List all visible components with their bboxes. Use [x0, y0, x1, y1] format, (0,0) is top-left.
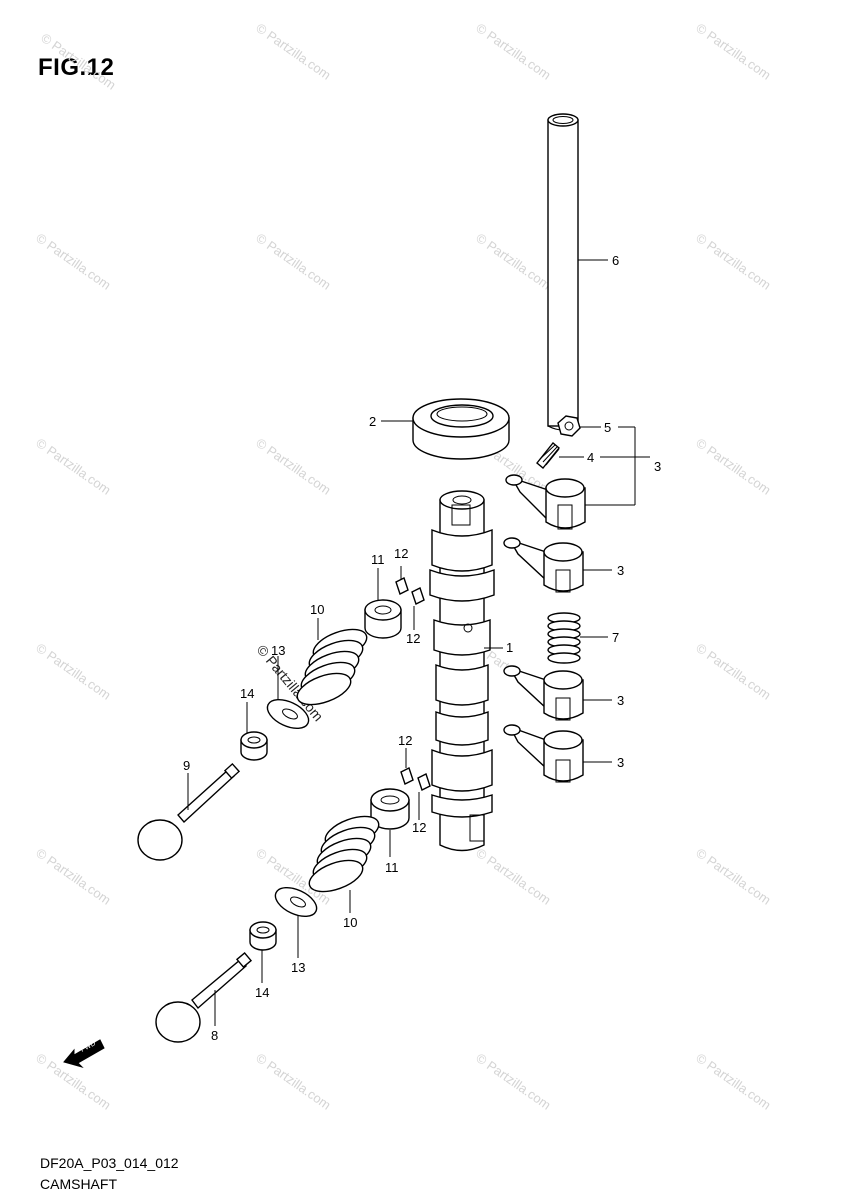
callout-5: 5 — [604, 420, 611, 435]
watermark: © Partzilla.com — [693, 435, 773, 498]
part-11-retainer-lower — [370, 788, 410, 857]
callout-8: 8 — [211, 1028, 218, 1043]
callout-12: 12 — [398, 733, 412, 748]
callout-12: 12 — [406, 631, 420, 646]
callout-12: 12 — [412, 820, 426, 835]
callout-13: 13 — [271, 643, 285, 658]
watermark: © Partzilla.com — [693, 640, 773, 703]
callout-10: 10 — [343, 915, 357, 930]
watermark: © Partzilla.com — [473, 845, 553, 908]
callout-7: 7 — [612, 630, 619, 645]
watermark: © Partzilla.com — [693, 20, 773, 83]
callout-1: 1 — [506, 640, 513, 655]
watermark: © Partzilla.com — [473, 20, 553, 83]
callout-14: 14 — [240, 686, 254, 701]
part-7-spring — [547, 612, 608, 664]
part-12-cotter-upper — [395, 566, 425, 630]
watermark: © Partzilla.com — [693, 230, 773, 293]
callout-14: 14 — [255, 985, 269, 1000]
callout-10: 10 — [310, 602, 324, 617]
watermark: © Partzilla.com — [253, 230, 333, 293]
part-6-rod — [547, 113, 608, 431]
part-10-valve-spring-upper — [296, 618, 368, 706]
callout-labels: 6 2 5 4 3 3 7 1 3 3 11 12 12 10 13 14 9 … — [183, 253, 661, 1043]
diagram-code: DF20A_P03_014_012 — [40, 1155, 179, 1171]
callout-12: 12 — [394, 546, 408, 561]
watermark: © Partzilla.com — [253, 435, 333, 498]
part-3-rocker-arm-4 — [503, 724, 612, 783]
callout-11: 11 — [385, 860, 399, 875]
callout-9: 9 — [183, 758, 190, 773]
watermark: © Partzilla.com — [473, 230, 553, 293]
watermark-grid: © Partzilla.com © Partzilla.com © Partzi… — [33, 20, 773, 1113]
watermark: © Partzilla.com — [33, 435, 113, 498]
part-5-nut — [557, 415, 601, 437]
callout-3: 3 — [654, 459, 661, 474]
part-3-rocker-arm-3 — [503, 665, 612, 721]
part-3-rocker-arm-1 — [505, 474, 586, 530]
callout-4: 4 — [587, 450, 594, 465]
watermark: © Partzilla.com — [253, 20, 333, 83]
callout-11: 11 — [371, 552, 385, 567]
part-1-camshaft — [429, 490, 503, 852]
assembly-name: CAMSHAFT — [40, 1176, 117, 1192]
part-9-valve-upper — [137, 762, 241, 861]
part-13-washer-upper — [266, 656, 310, 730]
figure-title: FIG.12 — [38, 54, 115, 81]
callout-2: 2 — [369, 414, 376, 429]
callout-13: 13 — [291, 960, 305, 975]
fwd-arrow-icon: FWD — [63, 1039, 105, 1068]
callout-bracket-3 — [585, 426, 650, 506]
watermark: © Partzilla.com — [33, 845, 113, 908]
watermark: © Partzilla.com — [253, 1050, 333, 1113]
watermark: © Partzilla.com — [38, 30, 118, 93]
part-14-seal-lower — [249, 921, 277, 983]
part-11-retainer-upper — [364, 568, 402, 639]
callout-3: 3 — [617, 755, 624, 770]
callout-6: 6 — [612, 253, 619, 268]
watermark: © Partzilla.com — [33, 640, 113, 703]
part-4-adjusting-screw — [536, 442, 584, 469]
callout-3: 3 — [617, 693, 624, 708]
watermark: © Partzilla.com — [693, 845, 773, 908]
callout-3: 3 — [617, 563, 624, 578]
part-8-valve-lower — [155, 951, 253, 1043]
part-10-valve-spring-lower — [308, 815, 380, 913]
part-12-cotter-lower — [400, 748, 431, 820]
part-14-seal-upper — [240, 702, 268, 761]
watermark: © Partzilla.com — [693, 1050, 773, 1113]
watermark: © Partzilla.com — [473, 1050, 553, 1113]
part-2-oil-seal — [381, 398, 510, 460]
watermark: © Partzilla.com — [33, 230, 113, 293]
part-3-rocker-arm-2 — [503, 537, 612, 593]
part-13-washer-lower — [274, 886, 318, 958]
